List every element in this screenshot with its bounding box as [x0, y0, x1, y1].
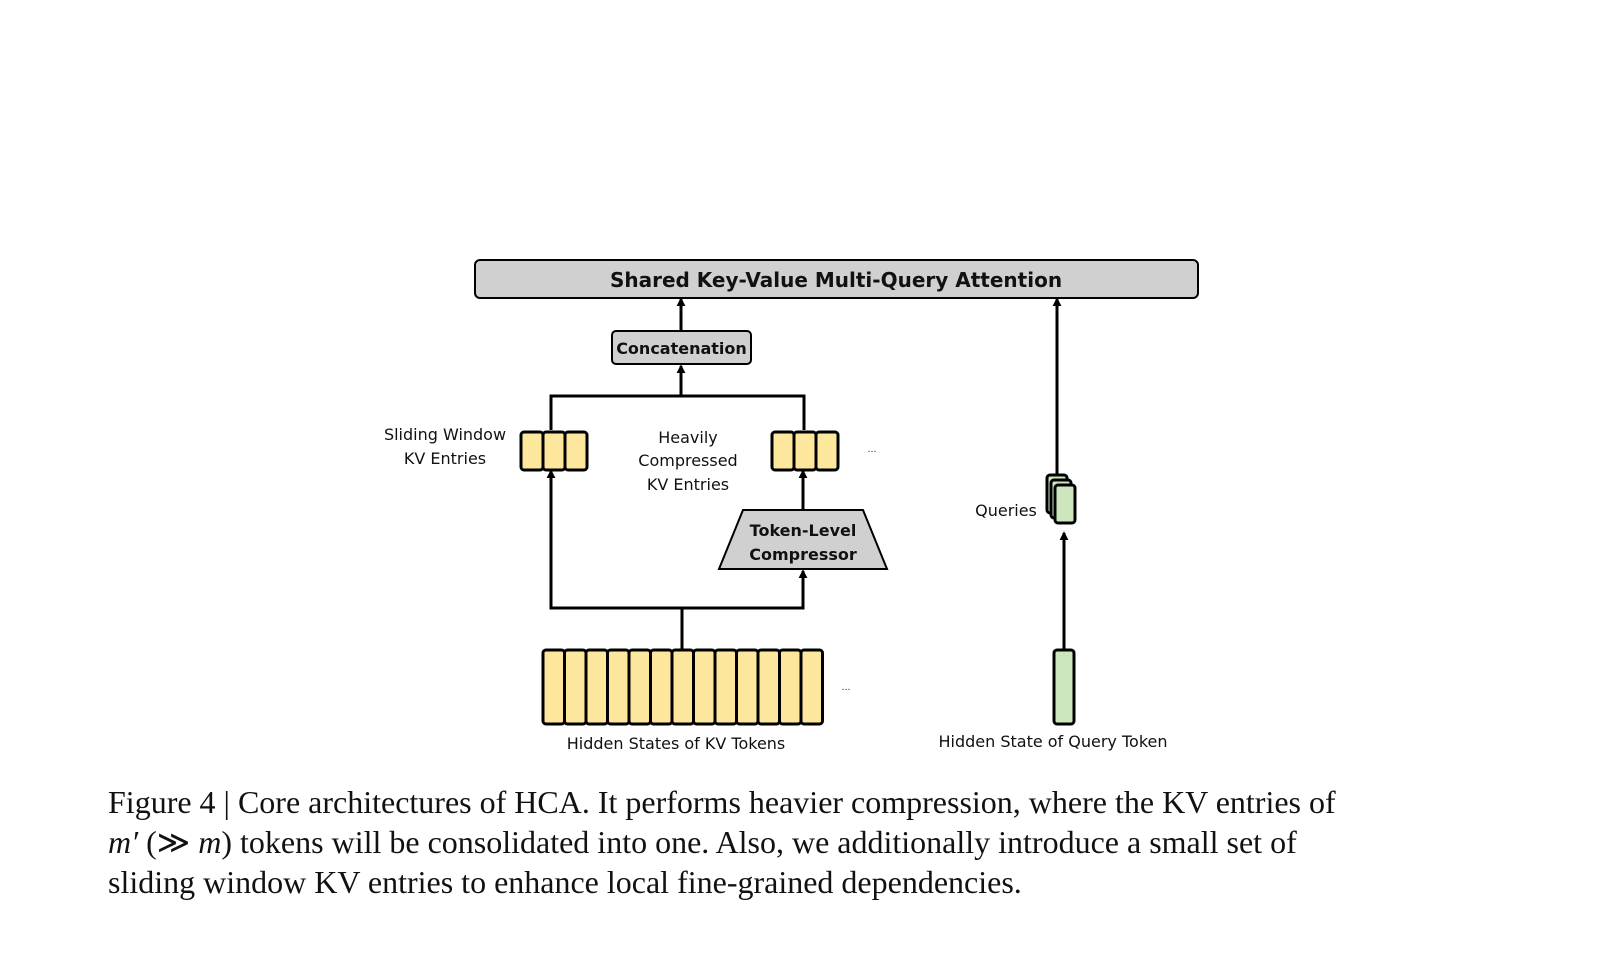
caption-line-1: Figure 4 | Core architectures of HCA. It… — [108, 782, 1548, 822]
kv-token — [735, 648, 760, 726]
kv-fork-right — [682, 569, 808, 610]
queries-label: Queries — [975, 501, 1037, 520]
caption-m: m — [198, 824, 222, 860]
caption-line3: sliding window KV entries to enhance loc… — [108, 864, 1022, 900]
compressor-trapezoid — [717, 509, 889, 570]
caption-line-3: sliding window KV entries to enhance loc… — [108, 862, 1548, 902]
kv-tokens — [541, 648, 824, 726]
compressed-entry — [792, 430, 818, 472]
kv-token — [778, 648, 803, 726]
query-token — [1052, 648, 1076, 726]
compressor-label-line2: Compressor — [749, 545, 857, 564]
queries-stack — [1045, 473, 1077, 525]
kv-token — [606, 648, 631, 726]
attention-block: Shared Key-Value Multi-Query Attention — [474, 259, 1199, 299]
kv-token — [649, 648, 674, 726]
kv-token — [799, 648, 824, 726]
compressed-entry — [770, 430, 796, 472]
query-card — [1053, 483, 1077, 525]
sliding-window-entry — [519, 430, 545, 472]
compressor-label-line1: Token-Level — [750, 521, 857, 540]
caption-prefix: Figure 4 | Core architectures of HCA. It… — [108, 784, 1336, 820]
query-token-rect — [1052, 648, 1076, 726]
caption-paren-close: ) — [221, 824, 233, 860]
compressed-label-line3: KV Entries — [647, 475, 729, 494]
attention-label: Shared Key-Value Multi-Query Attention — [610, 268, 1062, 292]
caption-paren-open: (≫ — [138, 824, 199, 860]
kv-token — [756, 648, 781, 726]
token-level-compressor: Token-Level Compressor — [717, 509, 889, 570]
kv-token — [692, 648, 717, 726]
query-token-label: Hidden State of Query Token — [938, 732, 1167, 751]
kv-token — [670, 648, 695, 726]
compressed-ellipsis: … — [868, 445, 877, 455]
kv-tokens-ellipsis: … — [842, 683, 851, 693]
kv-token — [584, 648, 609, 726]
kv-token — [627, 648, 652, 726]
figure-caption: Figure 4 | Core architectures of HCA. It… — [108, 782, 1548, 902]
caption-m-prime: m′ — [108, 824, 139, 860]
kv-token — [713, 648, 738, 726]
merge-bracket — [549, 394, 806, 430]
kv-fork — [546, 469, 684, 649]
kv-token — [541, 648, 566, 726]
compressed-entries — [770, 430, 840, 472]
compressed-entry — [814, 430, 840, 472]
attention-box — [474, 259, 1199, 299]
caption-line2-rest: tokens will be consolidated into one. Al… — [232, 824, 1297, 860]
sliding-window-label-line1: Sliding Window — [384, 425, 506, 444]
concatenation-block: Concatenation — [611, 330, 752, 365]
compressed-label-line2: Compressed — [638, 451, 737, 470]
sliding-window-entry — [541, 430, 567, 472]
sliding-window-entry — [563, 430, 589, 472]
concatenation-label: Concatenation — [616, 339, 747, 358]
kv-token — [563, 648, 588, 726]
caption-line-2: m′ (≫ m) tokens will be consolidated int… — [108, 822, 1548, 862]
compressed-label-line1: Heavily — [658, 428, 718, 447]
sliding-window-label-line2: KV Entries — [404, 449, 486, 468]
kv-tokens-label: Hidden States of KV Tokens — [567, 734, 786, 753]
sliding-window-entries — [519, 430, 589, 472]
